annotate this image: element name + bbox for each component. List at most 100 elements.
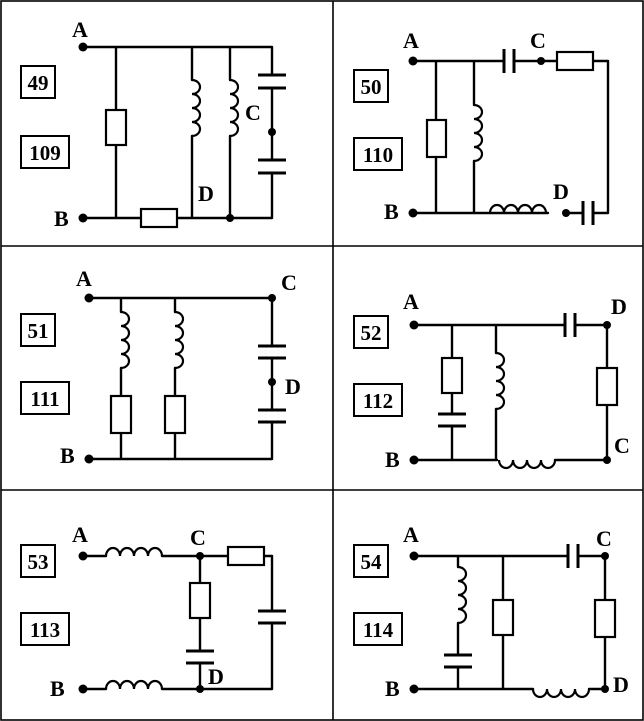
node-b — [78, 684, 88, 694]
problem-number-box — [20, 381, 70, 415]
resistor — [226, 545, 266, 567]
circuit-panel-53: 53 113 A B C D — [20, 522, 286, 701]
node-c — [268, 128, 276, 136]
problem-number: 53 — [28, 550, 49, 574]
node-a — [78, 42, 88, 52]
node-label-b: B — [385, 676, 400, 701]
capacitor — [438, 412, 466, 428]
node-b — [408, 208, 418, 218]
node-label-b: B — [385, 447, 400, 472]
problem-number: 111 — [30, 387, 59, 411]
node-a — [408, 56, 418, 66]
resistor — [139, 207, 179, 229]
circuit-panel-49: 49 109 A B C D — [20, 17, 286, 231]
capacitor — [258, 344, 286, 360]
node-d — [603, 321, 611, 329]
problem-number: 114 — [363, 618, 394, 642]
inductor — [191, 78, 202, 138]
node-label-d: D — [613, 672, 629, 697]
node-label-b: B — [54, 206, 69, 231]
node-label-a: A — [72, 522, 88, 547]
problem-number: 51 — [28, 319, 49, 343]
capacitor — [566, 544, 580, 568]
inductor — [495, 351, 506, 411]
problem-number-box — [353, 612, 403, 646]
circuit-panel-50: 50 110 A B C D — [353, 28, 610, 225]
node-label-c: C — [245, 100, 261, 125]
capacitor — [258, 609, 286, 625]
node-b — [409, 455, 419, 465]
capacitor — [258, 408, 286, 424]
resistor — [109, 394, 133, 435]
resistor — [425, 118, 448, 159]
problem-number: 112 — [363, 389, 393, 413]
inductor — [174, 310, 185, 370]
node-label-b: B — [384, 199, 399, 224]
problem-number-box — [353, 137, 403, 171]
problem-number: 54 — [361, 550, 383, 574]
resistor — [104, 108, 128, 147]
node-b — [84, 454, 94, 464]
node-label-b: B — [60, 443, 75, 468]
node-label-a: A — [403, 522, 419, 547]
resistor — [163, 394, 187, 435]
problem-number-box — [20, 135, 70, 169]
node-label-a: A — [72, 17, 88, 42]
capacitor — [186, 649, 214, 665]
node-c — [537, 57, 545, 65]
circuit-wires — [81, 554, 274, 691]
node-label-d: D — [611, 294, 627, 319]
node-c — [603, 456, 611, 464]
inductor — [531, 688, 591, 699]
problem-number-box — [353, 544, 389, 578]
resistor — [595, 366, 619, 407]
problem-number-box — [20, 612, 70, 646]
inductor — [120, 310, 131, 370]
node-d — [226, 214, 234, 222]
circuit-panel-54: 54 114 A B C D — [353, 522, 629, 701]
node-d — [196, 685, 204, 693]
node-label-d: D — [553, 179, 569, 204]
resistor — [491, 598, 515, 637]
capacitor — [258, 73, 286, 90]
inductor — [457, 565, 468, 625]
node-a — [78, 551, 88, 561]
problem-number: 113 — [30, 618, 60, 642]
node-label-d: D — [208, 664, 224, 689]
node-label-c: C — [614, 433, 630, 458]
inductor — [497, 459, 557, 470]
node-a — [409, 551, 419, 561]
capacitor — [581, 201, 595, 225]
resistor — [188, 581, 212, 620]
inductor — [104, 546, 164, 557]
problem-number-box — [20, 313, 56, 347]
node-a — [84, 293, 94, 303]
node-label-b: B — [50, 676, 65, 701]
inductor — [473, 103, 484, 163]
capacitor — [502, 49, 516, 73]
node-label-a: A — [403, 289, 419, 314]
problem-number: 50 — [361, 75, 382, 99]
node-label-a: A — [403, 28, 419, 53]
problem-number-box — [20, 65, 56, 99]
node-label-d: D — [198, 181, 214, 206]
node-d — [562, 209, 570, 217]
problem-number: 109 — [29, 141, 61, 165]
resistor — [593, 598, 617, 639]
inductor — [488, 203, 548, 214]
node-b — [409, 684, 419, 694]
node-c — [268, 294, 276, 302]
inductor — [104, 679, 164, 690]
node-d — [268, 378, 276, 386]
node-d — [601, 685, 609, 693]
circuit-panel-52: 52 112 A B C D — [353, 289, 630, 472]
circuit-wires — [87, 296, 274, 461]
inductor — [229, 78, 240, 138]
node-b — [78, 213, 88, 223]
problem-number: 52 — [361, 321, 382, 345]
circuit-panel-51: 51 111 A B C D — [20, 266, 301, 468]
problem-number-box — [353, 69, 389, 103]
node-label-c: C — [530, 28, 546, 53]
